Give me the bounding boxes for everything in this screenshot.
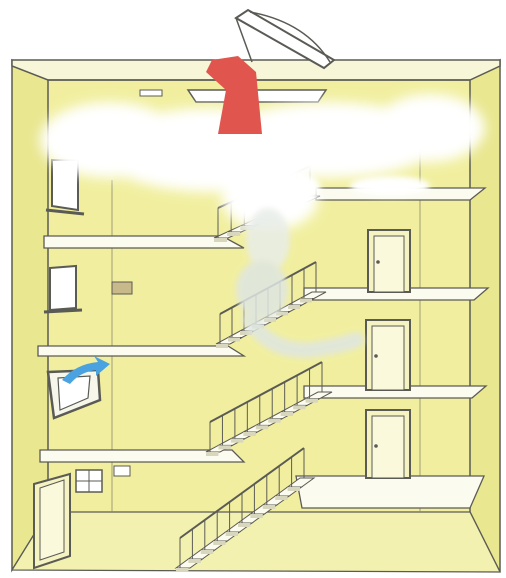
stair-riser	[281, 412, 293, 416]
stair-riser	[268, 419, 280, 423]
stair-riser	[250, 514, 262, 518]
door-floor-2	[366, 410, 410, 478]
stair-riser	[227, 232, 240, 236]
landing-floor-1-right	[296, 476, 484, 508]
smoke-wisp-2	[350, 176, 430, 196]
door-floor-2-knob	[374, 444, 378, 448]
stair-riser	[256, 425, 268, 429]
stair-riser	[188, 559, 200, 563]
door-floor-3-knob	[374, 354, 378, 358]
light-switch-ground	[114, 466, 130, 476]
stair-riser	[293, 405, 305, 409]
stair-riser	[288, 305, 300, 309]
smoke-puff-4	[375, 94, 485, 162]
stair-riser	[218, 445, 230, 449]
smoke-wisp-1	[280, 174, 320, 202]
window-floor-3	[44, 266, 82, 312]
landing-floor-3-left	[38, 346, 244, 356]
stair-riser	[206, 452, 218, 456]
roof-vent-switch	[140, 90, 162, 96]
stair-riser	[243, 432, 255, 436]
smoke-column-2	[236, 260, 288, 320]
door-floor-4-knob	[376, 260, 380, 264]
stair-riser	[176, 568, 188, 572]
stair-riser	[214, 238, 227, 242]
stair-riser	[201, 550, 213, 554]
door-ground-floor	[34, 474, 70, 568]
stair-riser	[306, 399, 318, 403]
stair-riser	[228, 338, 240, 342]
door-floor-3	[366, 320, 410, 390]
stair-riser	[300, 299, 312, 303]
stair-riser	[226, 532, 238, 536]
stair-riser	[216, 344, 228, 348]
window-floor-3-sill	[44, 310, 82, 312]
door-floor-3-leaf	[372, 326, 404, 390]
stair-riser	[263, 505, 275, 509]
stair-riser	[213, 541, 225, 545]
stair-riser	[288, 487, 300, 491]
door-floor-4	[368, 230, 410, 292]
stair-riser	[238, 523, 250, 527]
ground-slab	[12, 512, 500, 572]
door-floor-4-leaf	[374, 236, 404, 292]
door-ground-floor-leaf	[40, 480, 64, 560]
wall-panel-floor-3	[112, 282, 132, 294]
stair-riser	[275, 496, 287, 500]
stair-riser	[231, 439, 243, 443]
window-floor-3-frame	[50, 266, 76, 310]
